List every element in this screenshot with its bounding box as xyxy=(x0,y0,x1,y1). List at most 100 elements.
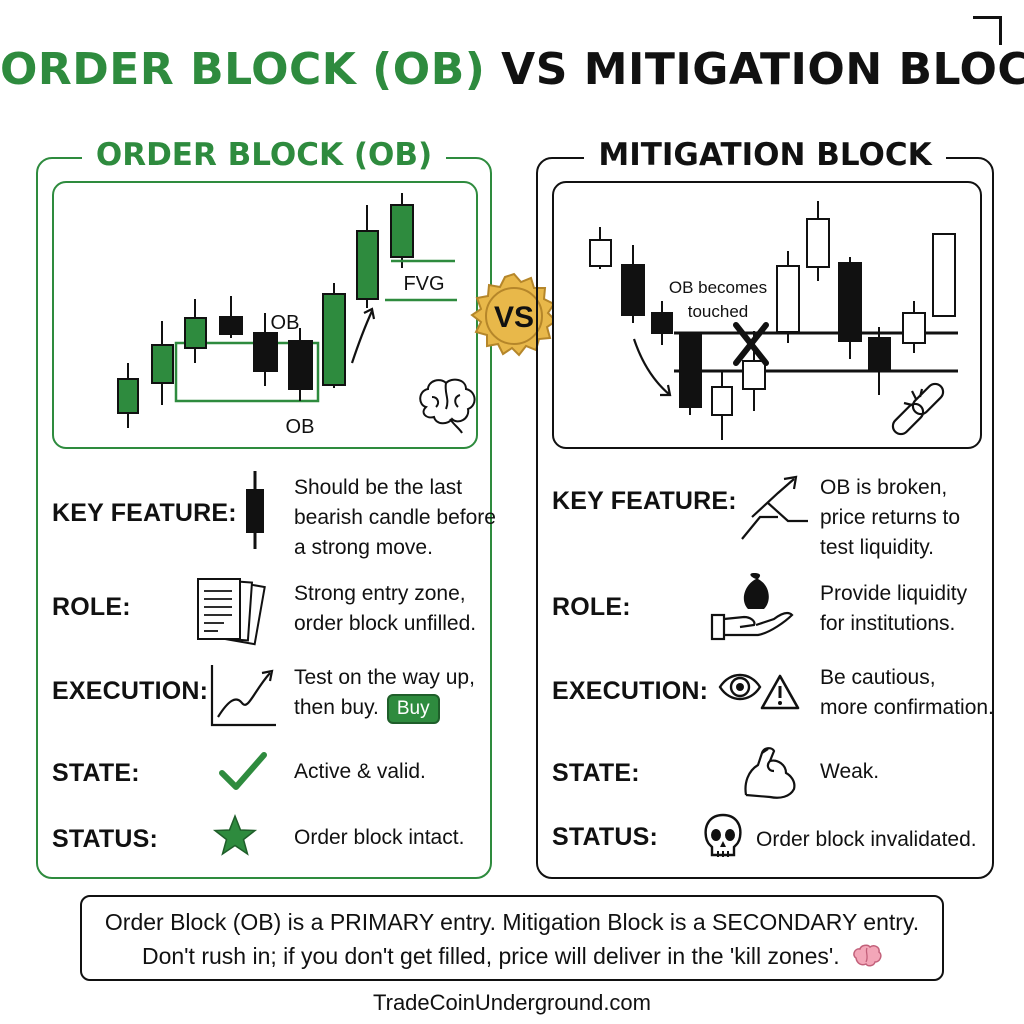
documents-icon xyxy=(197,578,266,646)
website-link[interactable]: TradeCoinUnderground.com xyxy=(373,990,651,1015)
left-row-state: STATE: Active & valid. xyxy=(52,747,480,827)
bearish-candle-icon xyxy=(246,471,264,549)
right-row-key-feature: KEY FEATURE: OB is broken, price returns… xyxy=(552,471,982,559)
star-icon xyxy=(212,813,258,856)
broken-x-icon xyxy=(733,322,769,366)
key-feature-line: test liquidity. xyxy=(820,536,934,559)
candle xyxy=(288,340,313,390)
candle xyxy=(902,312,926,344)
candle xyxy=(711,386,733,416)
eye-icon xyxy=(718,673,762,701)
ob-touched-annotation-line: OB becomes xyxy=(669,278,767,297)
skull-icon xyxy=(704,813,742,857)
role-line: Provide liquidity xyxy=(820,582,968,605)
summary-line-1: Order Block (OB) is a PRIMARY entry. Mit… xyxy=(104,909,920,935)
candle xyxy=(322,293,346,386)
execution-line: then buy. xyxy=(294,696,379,719)
ob-zone-box xyxy=(174,341,320,403)
execution-line: Test on the way up, xyxy=(294,666,475,689)
status-label: STATUS: xyxy=(52,825,159,853)
ob-touched-annotation-line: touched xyxy=(688,302,749,321)
fvg-label: FVG xyxy=(403,273,444,295)
state-text: Weak. xyxy=(820,760,880,783)
status-text: Order block invalidated. xyxy=(756,828,977,851)
brain-emoji-icon xyxy=(853,944,882,967)
buy-badge[interactable]: Buy xyxy=(386,694,440,724)
up-arrow xyxy=(350,310,374,364)
vs-label: VS xyxy=(494,301,534,334)
summary-note: Order Block (OB) is a PRIMARY entry. Mit… xyxy=(80,895,944,981)
ob-label-bottom: OB xyxy=(286,416,315,438)
key-feature-line: Should be the last xyxy=(294,476,463,499)
state-label: STATE: xyxy=(52,759,140,787)
candle xyxy=(932,233,956,317)
left-row-key-feature: KEY FEATURE: Should be the last bearish … xyxy=(52,471,496,559)
candle xyxy=(838,262,862,342)
execution-line: Be cautious, xyxy=(820,666,936,689)
order-block-chart: OB OB FVG xyxy=(52,181,478,449)
left-row-role: ROLE: Strong entry zone, order block unf… xyxy=(52,577,480,657)
execution-line: more confirmation. xyxy=(820,696,994,719)
key-feature-line: price returns to xyxy=(820,506,961,529)
role-line: for institutions. xyxy=(820,612,956,635)
order-block-heading: ORDER BLOCK (OB) xyxy=(81,137,447,173)
candle xyxy=(868,337,891,372)
candle xyxy=(356,230,379,300)
candle xyxy=(806,218,830,268)
right-row-state: STATE: Weak. xyxy=(552,743,982,823)
candle xyxy=(679,332,702,408)
page-title: ORDER BLOCK (OB) VS MITIGATION BLOCK xyxy=(0,44,1024,95)
key-feature-label: KEY FEATURE: xyxy=(552,487,737,515)
mitigation-block-heading: MITIGATION BLOCK xyxy=(584,137,946,173)
status-text: Order block intact. xyxy=(294,826,465,849)
down-arrow xyxy=(632,338,671,396)
role-label: ROLE: xyxy=(52,593,131,621)
warning-icon xyxy=(760,674,800,710)
broken-chain-icon xyxy=(891,382,945,436)
checkmark-icon xyxy=(219,752,267,790)
corner-bracket-icon xyxy=(973,16,1002,45)
mitigation-block-panel: MITIGATION BLOCK xyxy=(536,137,994,879)
mitigation-block-candlestick-diagram: OB becomes touched xyxy=(589,201,958,440)
candle xyxy=(621,264,645,316)
candle xyxy=(219,316,243,335)
candle xyxy=(742,360,766,390)
role-line: Strong entry zone, xyxy=(294,582,466,605)
role-line: order block unfilled. xyxy=(294,612,477,635)
trend-chart-icon xyxy=(210,665,276,727)
broken-support-icon xyxy=(741,475,808,540)
execution-label: EXECUTION: xyxy=(552,677,709,705)
execution-label: EXECUTION: xyxy=(52,677,209,705)
candle xyxy=(776,265,800,333)
left-row-status: STATUS: Order block intact. xyxy=(52,813,480,893)
candle xyxy=(117,378,139,414)
role-label: ROLE: xyxy=(552,593,631,621)
right-row-status: STATUS: Order block invalidated. xyxy=(552,809,982,889)
order-block-candlestick-diagram: OB OB FVG xyxy=(117,193,476,438)
key-feature-line: a strong move. xyxy=(294,536,433,559)
left-row-execution: EXECUTION: Test on the way up, then buy.… xyxy=(52,659,480,739)
mitigation-block-chart: OB becomes touched xyxy=(552,181,982,449)
state-label: STATE: xyxy=(552,759,640,787)
order-block-panel: ORDER BLOCK (OB) OB xyxy=(36,137,496,879)
title-part-vs-mitigation: VS MITIGATION BLOCK xyxy=(501,44,1024,95)
hand-money-bag-icon xyxy=(710,573,794,641)
state-text: Active & valid. xyxy=(294,760,426,783)
right-row-role: ROLE: Provide liquidity for institutions… xyxy=(552,573,982,657)
summary-line-2: Don't rush in; if you don't get filled, … xyxy=(141,943,840,969)
key-feature-line: bearish candle before xyxy=(294,506,496,529)
ob-label-top: OB xyxy=(271,312,300,334)
title-part-order-block: ORDER BLOCK (OB) xyxy=(0,44,486,95)
candle xyxy=(390,204,414,258)
candle xyxy=(151,344,174,384)
brain-icon xyxy=(419,378,476,434)
right-row-execution: EXECUTION: Be cautious, more confirmatio… xyxy=(552,659,994,739)
key-feature-line: OB is broken, xyxy=(820,476,948,499)
key-feature-label: KEY FEATURE: xyxy=(52,499,237,527)
candle xyxy=(253,332,278,372)
candle xyxy=(651,312,673,334)
flexed-arm-icon xyxy=(744,747,796,799)
status-label: STATUS: xyxy=(552,823,659,851)
candle xyxy=(589,239,612,267)
candle xyxy=(184,317,207,349)
